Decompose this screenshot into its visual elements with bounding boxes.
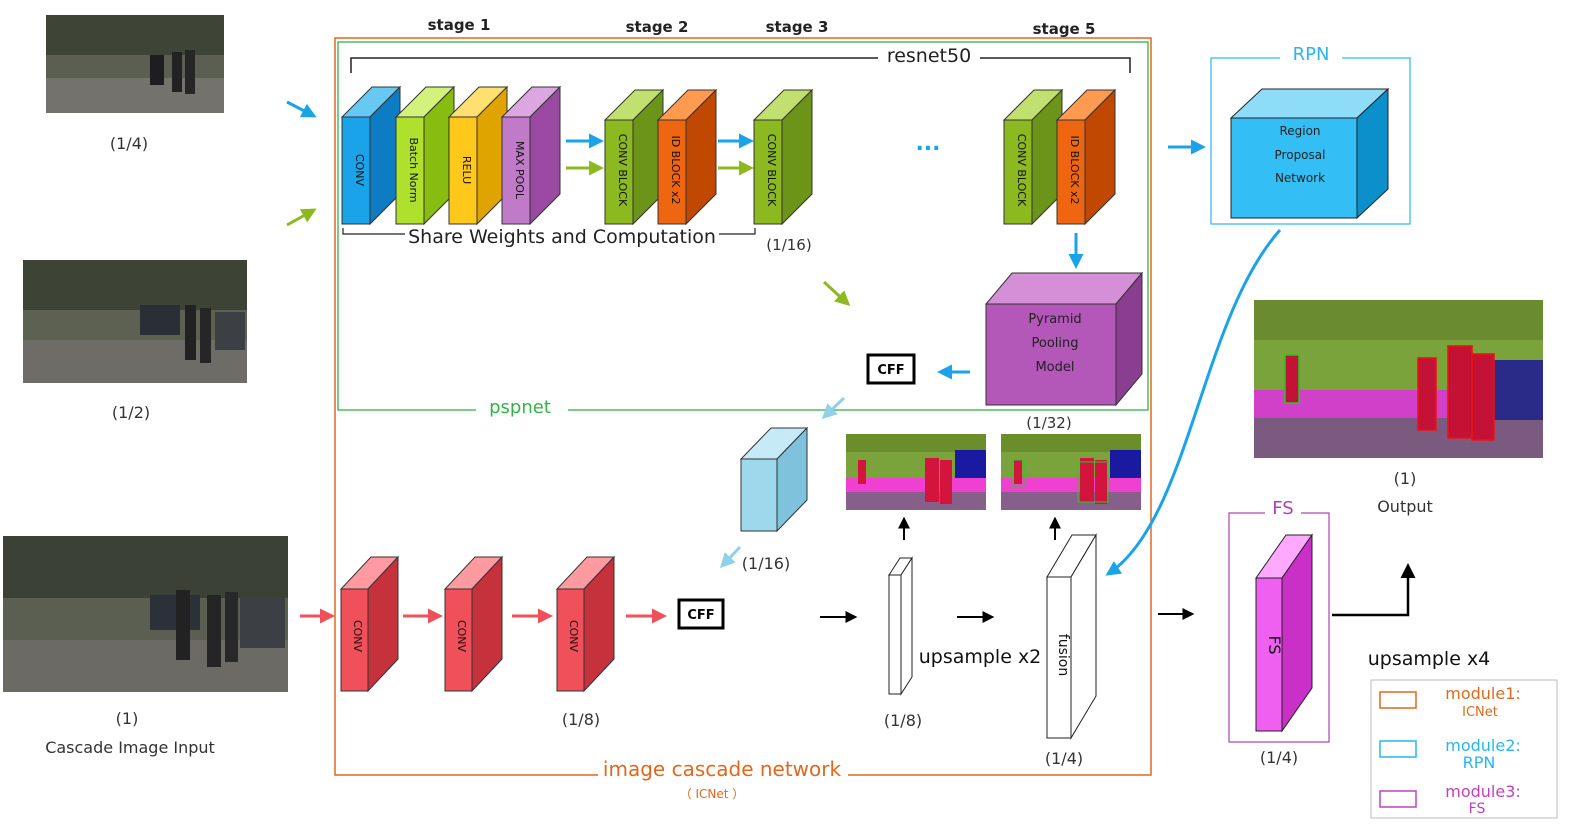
fusion-block: fusion bbox=[1046, 533, 1097, 740]
legend-swatch-icnet bbox=[1379, 691, 1417, 709]
arrow-feature-to-cff bbox=[719, 545, 742, 569]
batchnorm-label: Batch Norm bbox=[407, 137, 420, 202]
legend-fs-title: module3: bbox=[1445, 782, 1521, 801]
input-arrow-half bbox=[286, 208, 317, 227]
legend-icnet-sub: ICNet bbox=[1462, 705, 1498, 720]
idblock-stage5: ID BLOCK x2 bbox=[1055, 88, 1117, 226]
output-image bbox=[1254, 300, 1543, 458]
relu-block: RELU bbox=[447, 85, 509, 226]
input-caption: Cascade Image Input bbox=[45, 738, 215, 757]
conv-block-stage5: CONV BLOCK bbox=[1002, 88, 1064, 226]
stage2-convblock-label: CONV BLOCK bbox=[616, 134, 629, 207]
cascade-conv-2-label: CONV bbox=[455, 620, 468, 653]
arrow-stage3-to-cff bbox=[822, 280, 851, 307]
cascade-conv-2: CONV bbox=[443, 555, 504, 693]
pyramid-line1: Pyramid bbox=[1028, 312, 1081, 327]
cff-label-top: CFF bbox=[877, 363, 904, 378]
share-weights-label: Share Weights and Computation bbox=[408, 226, 716, 248]
rpn-line1: Region bbox=[1279, 124, 1320, 138]
fs-block: FS bbox=[1255, 533, 1313, 733]
stage3-convblock-label: CONV BLOCK bbox=[765, 134, 778, 207]
input-arrow-quarter bbox=[286, 100, 317, 118]
legend-rpn-sub: RPN bbox=[1463, 753, 1496, 772]
arrow-cff-to-feature bbox=[821, 396, 846, 420]
conv-block-stage2: CONV BLOCK bbox=[603, 88, 665, 226]
stage2-idblock-label: ID BLOCK x2 bbox=[669, 135, 682, 204]
maxpool-label: MAX POOL bbox=[513, 141, 526, 200]
rpn-line3: Network bbox=[1275, 171, 1325, 185]
pspnet-box bbox=[337, 41, 1149, 411]
fusion-label: fusion bbox=[1055, 634, 1071, 676]
legend-item-fs: module3: FS bbox=[1379, 782, 1521, 817]
pyramid-line3: Model bbox=[1035, 360, 1074, 375]
legend-icnet-title: module1: bbox=[1445, 684, 1521, 703]
legend-item-icnet: module1: ICNet bbox=[1379, 684, 1521, 720]
fs-scale-label: (1/4) bbox=[1260, 748, 1298, 767]
legend-swatch-fs bbox=[1379, 790, 1417, 808]
stage-3-label: stage 3 bbox=[766, 18, 829, 36]
cascade-conv-1: CONV bbox=[339, 555, 400, 693]
pyramid-scale-label: (1/32) bbox=[1026, 414, 1071, 432]
input-scale-full: (1) bbox=[116, 709, 139, 728]
output-label: Output bbox=[1377, 497, 1433, 516]
cff-box-bottom bbox=[677, 598, 725, 630]
share-weights-bracket bbox=[342, 228, 756, 235]
conv-block-stage1: CONV bbox=[340, 85, 402, 226]
resnet50-bracket bbox=[350, 57, 1131, 73]
ellipsis: ... bbox=[915, 131, 940, 156]
cascade-conv-3: CONV bbox=[555, 555, 616, 693]
feature-scale-label: (1/16) bbox=[742, 554, 790, 573]
arrow-fs-to-output bbox=[1332, 563, 1416, 617]
cff-box-top bbox=[866, 353, 916, 385]
output-scale-label: (1) bbox=[1394, 469, 1417, 488]
legend-rpn-title: module2: bbox=[1445, 736, 1521, 755]
stage5-idblock-label: ID BLOCK x2 bbox=[1068, 135, 1081, 204]
stage-2-label: stage 2 bbox=[626, 18, 689, 36]
input-image-half bbox=[23, 260, 247, 383]
legend-fs-sub: FS bbox=[1469, 801, 1486, 817]
fs-title: FS bbox=[1272, 498, 1293, 519]
slab-1-8 bbox=[888, 556, 913, 696]
cascade-conv-1-label: CONV bbox=[351, 620, 364, 653]
arrow-rpn-to-fusion bbox=[1105, 229, 1282, 576]
batchnorm-block: Batch Norm bbox=[394, 85, 456, 226]
upsample-x4-label: upsample x4 bbox=[1368, 648, 1491, 670]
upsample-x2-label: upsample x2 bbox=[919, 646, 1042, 668]
rpn-block: Region Proposal Network bbox=[1229, 87, 1390, 220]
segmentation-thumbnail-1 bbox=[846, 434, 986, 510]
cascade-conv-3-label: CONV bbox=[567, 620, 580, 653]
legend-swatch-rpn bbox=[1379, 740, 1417, 758]
input-scale-half: (1/2) bbox=[112, 403, 150, 422]
fs-label: FS bbox=[1265, 635, 1284, 654]
input-image-full bbox=[3, 536, 288, 692]
cascade-conv-scale: (1/8) bbox=[562, 710, 600, 729]
stage5-convblock-label: CONV BLOCK bbox=[1015, 134, 1028, 207]
stage-5-label: stage 5 bbox=[1033, 20, 1096, 38]
pyramid-line2: Pooling bbox=[1032, 336, 1079, 351]
pyramid-pooling-block: Pyramid Pooling Model bbox=[984, 271, 1144, 407]
icnet-subtitle: （ ICNet ） bbox=[680, 787, 745, 801]
segmentation-thumbnail-2 bbox=[1001, 434, 1141, 510]
feature-cube-1-16 bbox=[739, 426, 809, 533]
rpn-line2: Proposal bbox=[1275, 148, 1326, 162]
idblock-stage2: ID BLOCK x2 bbox=[656, 88, 718, 226]
legend-item-rpn: module2: RPN bbox=[1379, 736, 1521, 772]
fusion-scale-label: (1/4) bbox=[1045, 749, 1083, 768]
stage1-conv-label: CONV bbox=[353, 154, 366, 187]
conv-block-stage3: CONV BLOCK bbox=[752, 88, 814, 226]
slab-scale-label: (1/8) bbox=[884, 711, 922, 730]
input-image-quarter bbox=[46, 15, 224, 113]
legend-box bbox=[1370, 679, 1558, 819]
stage3-scale-label: (1/16) bbox=[766, 236, 811, 254]
resnet50-title: resnet50 bbox=[887, 45, 971, 67]
pspnet-title: pspnet bbox=[489, 397, 551, 418]
relu-label: RELU bbox=[460, 156, 473, 184]
input-scale-quarter: (1/4) bbox=[110, 134, 148, 153]
stage-1-label: stage 1 bbox=[428, 16, 491, 34]
cff-label-bottom: CFF bbox=[687, 608, 714, 623]
icnet-title: image cascade network bbox=[603, 757, 842, 781]
rpn-title: RPN bbox=[1293, 44, 1330, 65]
maxpool-block: MAX POOL bbox=[500, 85, 562, 226]
